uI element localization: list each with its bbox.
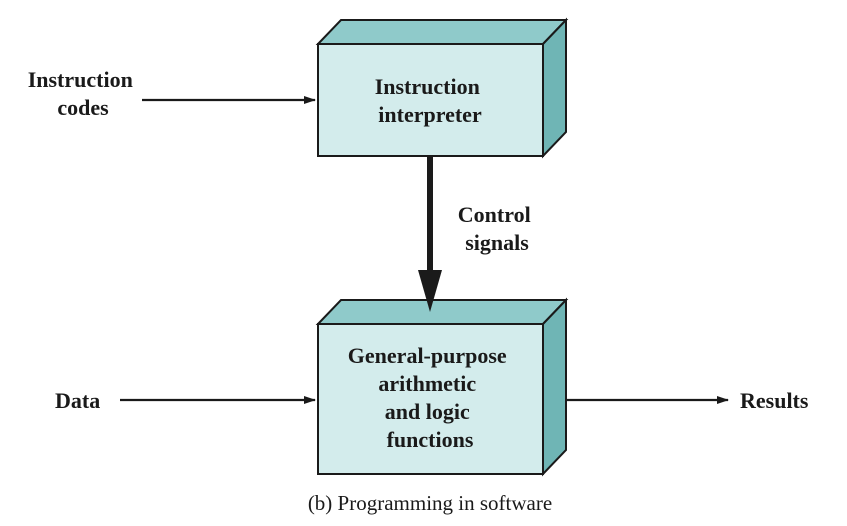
instruction-codes-label-line-2: codes (57, 95, 109, 120)
general-purpose-functions-block: General-purpose arithmetic and logic fun… (315, 297, 569, 477)
results-label: Results (740, 388, 809, 413)
interpreter-label-line-1: Instruction (375, 74, 480, 99)
alu-block-side-face (542, 297, 567, 477)
alu-label-line-1: General-purpose (348, 343, 507, 368)
interpreter-block-front-face (317, 43, 544, 157)
control-signals-label-line-1: Control (458, 202, 531, 227)
svg-text:Control signals: Control signals (458, 202, 536, 255)
instruction-codes-label-line-1: Instruction (28, 67, 133, 92)
alu-block-front-face (317, 323, 544, 475)
alu-label-line-3: and logic (385, 399, 470, 424)
instruction-interpreter-block: Instruction interpreter (315, 17, 569, 159)
svg-text:General-purpose arithmet: General-purpose arithmetic and logic fun… (348, 343, 512, 452)
alu-label-line-2: arithmetic (378, 371, 476, 396)
alu-label-line-4: functions (387, 427, 474, 452)
alu-block-top-face (315, 299, 569, 325)
svg-text:Instruction interpreter: Instruction interpreter (375, 74, 486, 127)
interpreter-block-top-face (315, 19, 569, 45)
data-label: Data (55, 388, 100, 413)
interpreter-block-side-face (542, 17, 567, 159)
control-signals-label-line-2: signals (465, 230, 529, 255)
interpreter-label-line-2: interpreter (378, 102, 482, 127)
svg-text:Instruction codes: Instruction codes (28, 67, 139, 120)
figure-caption: (b) Programming in software (308, 491, 552, 515)
control-signals-arrow (418, 156, 442, 312)
